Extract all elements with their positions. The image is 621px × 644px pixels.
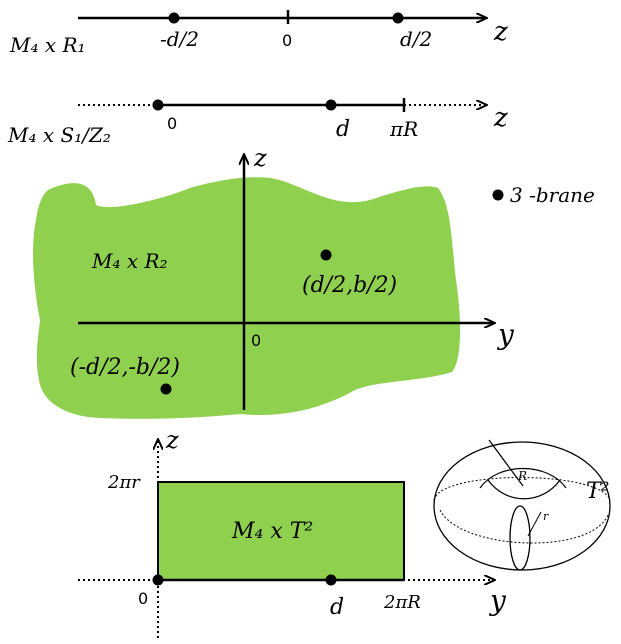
plane-region xyxy=(33,177,461,419)
plane-brane-a xyxy=(320,249,332,261)
line2-space-label: M₄ x S₁/Z₂ xyxy=(7,123,111,147)
legend-brane-marker xyxy=(492,189,504,201)
torus-box-brane-origin xyxy=(152,574,164,586)
line2-tick-d: d xyxy=(336,117,350,142)
legend-group: 3 -brane xyxy=(492,183,595,207)
line2-brane-d xyxy=(325,99,337,111)
line2-axis-label: z xyxy=(493,103,508,133)
line2-group: z M₄ x S₁/Z₂ 0 d πR xyxy=(7,98,508,147)
plane-brane-a-label: (d/2,b/2) xyxy=(302,273,397,298)
plane-vertical-axis-label: z xyxy=(253,144,267,172)
torus-big-radius-label: R xyxy=(517,469,527,483)
line1-brane-right xyxy=(392,12,404,24)
torus-inner-lower xyxy=(487,479,561,500)
torus-box-space-label: M₄ x T² xyxy=(231,519,313,544)
plane-brane-b xyxy=(160,383,172,395)
torus-back-ridge xyxy=(433,477,611,501)
line1-group: z M₄ x R₁ -d/2 0 d/2 xyxy=(9,10,508,57)
torus-box-tick-end: 2πR xyxy=(383,592,421,613)
torus-box-vertical-axis-label: z xyxy=(165,426,179,454)
torus-big-radius-line xyxy=(488,439,524,487)
line1-space-label: M₄ x R₁ xyxy=(9,33,86,57)
plane-brane-b-label: (-d/2,-b/2) xyxy=(70,355,180,380)
line1-tick-left: -d/2 xyxy=(160,27,199,51)
torus-small-radius-label: r xyxy=(543,510,549,523)
torus-box-group: z 2πr M₄ x T² 0 d 2πR y xyxy=(78,426,507,638)
torus-box-tick-d: d xyxy=(330,595,344,620)
plane-space-label: M₄ x R₂ xyxy=(91,249,168,273)
line1-brane-left xyxy=(168,12,180,24)
torus-front-ridge xyxy=(439,509,609,544)
plane-horizontal-axis-label: y xyxy=(496,318,515,351)
line2-brane-origin xyxy=(152,99,164,111)
line2-tick-origin: 0 xyxy=(167,114,177,133)
line2-tick-end: πR xyxy=(389,117,418,141)
legend-label: 3 -brane xyxy=(510,183,595,207)
plane-origin-label: 0 xyxy=(251,331,261,350)
torus-label: T² xyxy=(586,479,610,504)
line1-axis-label: z xyxy=(493,17,508,47)
torus-box-brane-d xyxy=(325,574,337,586)
torus-illustration: R r T² xyxy=(433,439,611,571)
plane-group: z y 0 M₄ x R₂ (d/2,b/2) (-d/2,-b/2) xyxy=(33,144,515,419)
torus-box-origin-label: 0 xyxy=(138,589,148,608)
torus-box-y-tick-label: 2πr xyxy=(107,472,141,493)
torus-box-horizontal-axis-label: y xyxy=(488,584,507,617)
torus-cross-section xyxy=(509,505,531,571)
torus-small-radius-line xyxy=(527,511,542,537)
line1-tick-right: d/2 xyxy=(400,27,432,51)
line1-tick-origin: 0 xyxy=(282,31,292,50)
